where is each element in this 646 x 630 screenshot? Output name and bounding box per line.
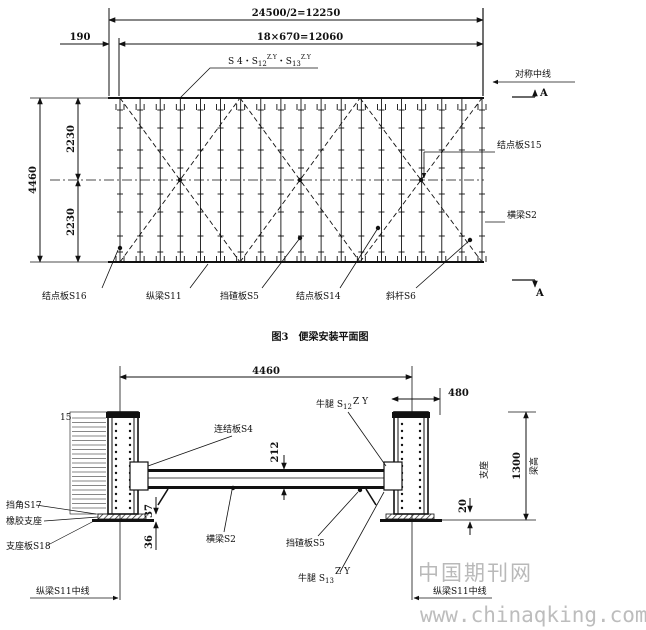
member-callout-leader <box>179 67 318 99</box>
cross-beam-section <box>148 469 384 506</box>
label-s16: 结点板S16 <box>42 290 87 302</box>
figure-caption: 图3 便梁安装平面图 <box>272 330 369 343</box>
dim-span-section-label: 4460 <box>252 366 280 377</box>
svg-text:Z Y: Z Y <box>335 567 351 577</box>
member-callout: S 4・S12Z.Y・S13Z.Y <box>228 54 312 68</box>
right-column <box>380 411 442 522</box>
label-s2-section: 横梁S2 <box>206 533 236 545</box>
label-s18: 支座板S18 <box>6 540 51 552</box>
node-plate <box>418 177 424 183</box>
section-view: 4460 480 15 <box>6 366 540 601</box>
dim-width-label: 480 <box>448 388 469 399</box>
label-s5: 挡碴板S5 <box>220 290 259 302</box>
symmetry-line-label: 对称中线 <box>515 68 551 80</box>
section-mark-bottom-letter: A <box>535 288 544 299</box>
node-plate <box>297 177 303 183</box>
label-right-centerline: 纵梁S11中线 <box>433 585 487 597</box>
dim-height-label: 4460 <box>28 166 39 194</box>
label-left-centerline: 纵梁S11中线 <box>36 585 90 597</box>
dim-37-label: 37 <box>144 504 155 518</box>
dim-36-label: 36 <box>144 535 155 549</box>
label-s4: 连结板S4 <box>214 423 253 435</box>
dim-20-label: 20 <box>458 499 469 513</box>
diagonal-member <box>119 97 241 263</box>
label-s6: 斜杆S6 <box>386 290 416 302</box>
label-s15: 结点板S15 <box>497 139 542 151</box>
diagonal-member <box>239 97 361 263</box>
node-plate <box>177 177 183 183</box>
label-s14: 结点板S14 <box>296 290 341 302</box>
plan-view: 24500/2=12250 190 18×670=12060 S 4・S12Z.… <box>28 8 575 343</box>
label-s2-plan: 横梁S2 <box>507 209 537 221</box>
label-support: 支座 <box>478 461 490 479</box>
left-bearing <box>97 513 147 520</box>
label-s13: 牛腿 S13 <box>298 572 334 585</box>
diagonal-bracing <box>119 97 483 263</box>
diagonal-member <box>239 97 361 263</box>
diagonal-member <box>359 97 483 263</box>
svg-text:Z Y: Z Y <box>353 397 369 407</box>
dim-span-label: 18×670=12060 <box>257 32 343 43</box>
watermark-url: www.chinaqking.com <box>420 603 646 627</box>
diagonal-member <box>359 97 483 263</box>
node-plate <box>117 245 123 251</box>
label-s17: 挡角S17 <box>6 499 42 511</box>
dim-half-bottom-label: 2230 <box>66 208 77 236</box>
dim-15-label: 15 <box>60 413 72 423</box>
left-column: 15 <box>60 411 154 522</box>
watermark-cn: 中国期刊网 <box>418 561 533 585</box>
dim-190-label: 190 <box>70 32 91 43</box>
label-s11: 纵梁S11 <box>146 290 182 302</box>
diagonal-member <box>119 97 241 263</box>
dim-half-top-label: 2230 <box>66 125 77 153</box>
section-mark-top-letter: A <box>539 88 548 99</box>
dim-total-label: 24500/2=12250 <box>252 8 341 19</box>
right-bearing <box>385 513 435 520</box>
dim-1300-label: 1300 <box>512 452 523 480</box>
label-s12: 牛腿 S12 <box>316 398 352 411</box>
label-s5-section: 挡碴板S5 <box>286 537 325 549</box>
node-plates <box>117 177 473 251</box>
label-beam-height: 梁高 <box>528 457 540 475</box>
dim-212-label: 212 <box>270 442 281 463</box>
label-rubber-bearing: 橡胶支座 <box>6 515 42 527</box>
